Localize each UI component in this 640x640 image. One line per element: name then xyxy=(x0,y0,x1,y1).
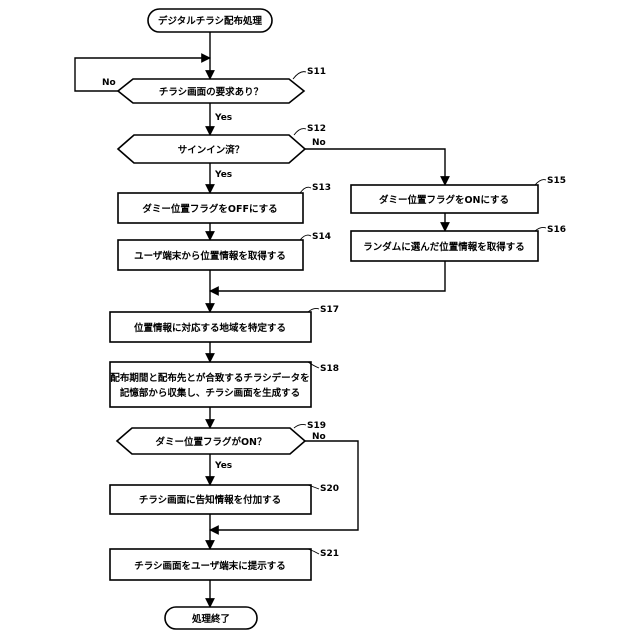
step-label-s12: S12 xyxy=(307,124,326,134)
decision-s12: サインイン済？ xyxy=(118,135,305,163)
branch-s12-no: No xyxy=(312,138,326,148)
process-s14-label: ユーザ端末から位置情報を取得する xyxy=(134,250,286,262)
leader-s12 xyxy=(294,129,306,135)
process-s16-label: ランダムに選んだ位置情報を取得する xyxy=(363,241,525,253)
process-s13-label: ダミー位置フラグをOFFにする xyxy=(142,203,277,215)
process-s14: ユーザ端末から位置情報を取得する xyxy=(118,240,303,270)
step-label-s19: S19 xyxy=(307,421,326,431)
branch-s12-yes: Yes xyxy=(214,170,232,180)
decision-s12-label: サインイン済？ xyxy=(178,144,245,156)
leader-s13 xyxy=(300,187,311,193)
process-s18: 配布期間と配布先とが合致するチラシデータを 記憶部から収集し、チラシ画面を生成す… xyxy=(110,362,311,407)
branch-s11-yes: Yes xyxy=(214,113,232,123)
process-s20: チラシ画面に告知情報を付加する xyxy=(110,485,311,514)
end-label: 処理終了 xyxy=(191,613,230,625)
decision-s11-label: チラシ画面の要求あり？ xyxy=(159,86,263,98)
start-terminal: デジタルチラシ配布処理 xyxy=(148,9,272,32)
process-s21: チラシ画面をユーザ端末に提示する xyxy=(110,549,311,580)
process-s18-label-line2: 記憶部から収集し、チラシ画面を生成する xyxy=(120,387,300,399)
step-label-s17: S17 xyxy=(320,305,339,315)
decision-s19: ダミー位置フラグがON？ xyxy=(117,428,305,454)
step-label-s11: S11 xyxy=(307,67,326,77)
step-label-s16: S16 xyxy=(547,225,566,235)
process-s15: ダミー位置フラグをONにする xyxy=(351,185,538,213)
process-s17: 位置情報に対応する地域を特定する xyxy=(110,312,311,342)
start-label: デジタルチラシ配布処理 xyxy=(158,15,263,27)
leader-s15 xyxy=(535,180,546,185)
process-s15-label: ダミー位置フラグをONにする xyxy=(379,194,509,206)
decision-s19-label: ダミー位置フラグがON？ xyxy=(155,436,266,448)
leader-s11 xyxy=(293,72,306,79)
step-label-s13: S13 xyxy=(312,183,331,193)
edge-s12-no-s15 xyxy=(305,149,445,185)
decision-s11: チラシ画面の要求あり？ xyxy=(118,79,304,103)
step-label-s18: S18 xyxy=(320,364,339,374)
process-s17-label: 位置情報に対応する地域を特定する xyxy=(134,322,286,334)
process-s18-label-line1: 配布期間と配布先とが合致するチラシデータを xyxy=(110,372,309,384)
end-terminal: 処理終了 xyxy=(165,607,257,629)
step-label-s15: S15 xyxy=(547,176,566,186)
branch-s11-no: No xyxy=(102,78,116,88)
process-s21-label: チラシ画面をユーザ端末に提示する xyxy=(134,560,286,572)
leader-s19 xyxy=(294,424,306,428)
step-label-s21: S21 xyxy=(320,549,339,559)
branch-s19-yes: Yes xyxy=(214,461,232,471)
process-s16: ランダムに選んだ位置情報を取得する xyxy=(351,231,538,261)
process-s20-label: チラシ画面に告知情報を付加する xyxy=(139,494,281,506)
step-label-s14: S14 xyxy=(312,232,331,242)
branch-s19-no: No xyxy=(312,432,326,442)
process-s13: ダミー位置フラグをOFFにする xyxy=(118,193,303,223)
step-label-s20: S20 xyxy=(320,484,339,494)
